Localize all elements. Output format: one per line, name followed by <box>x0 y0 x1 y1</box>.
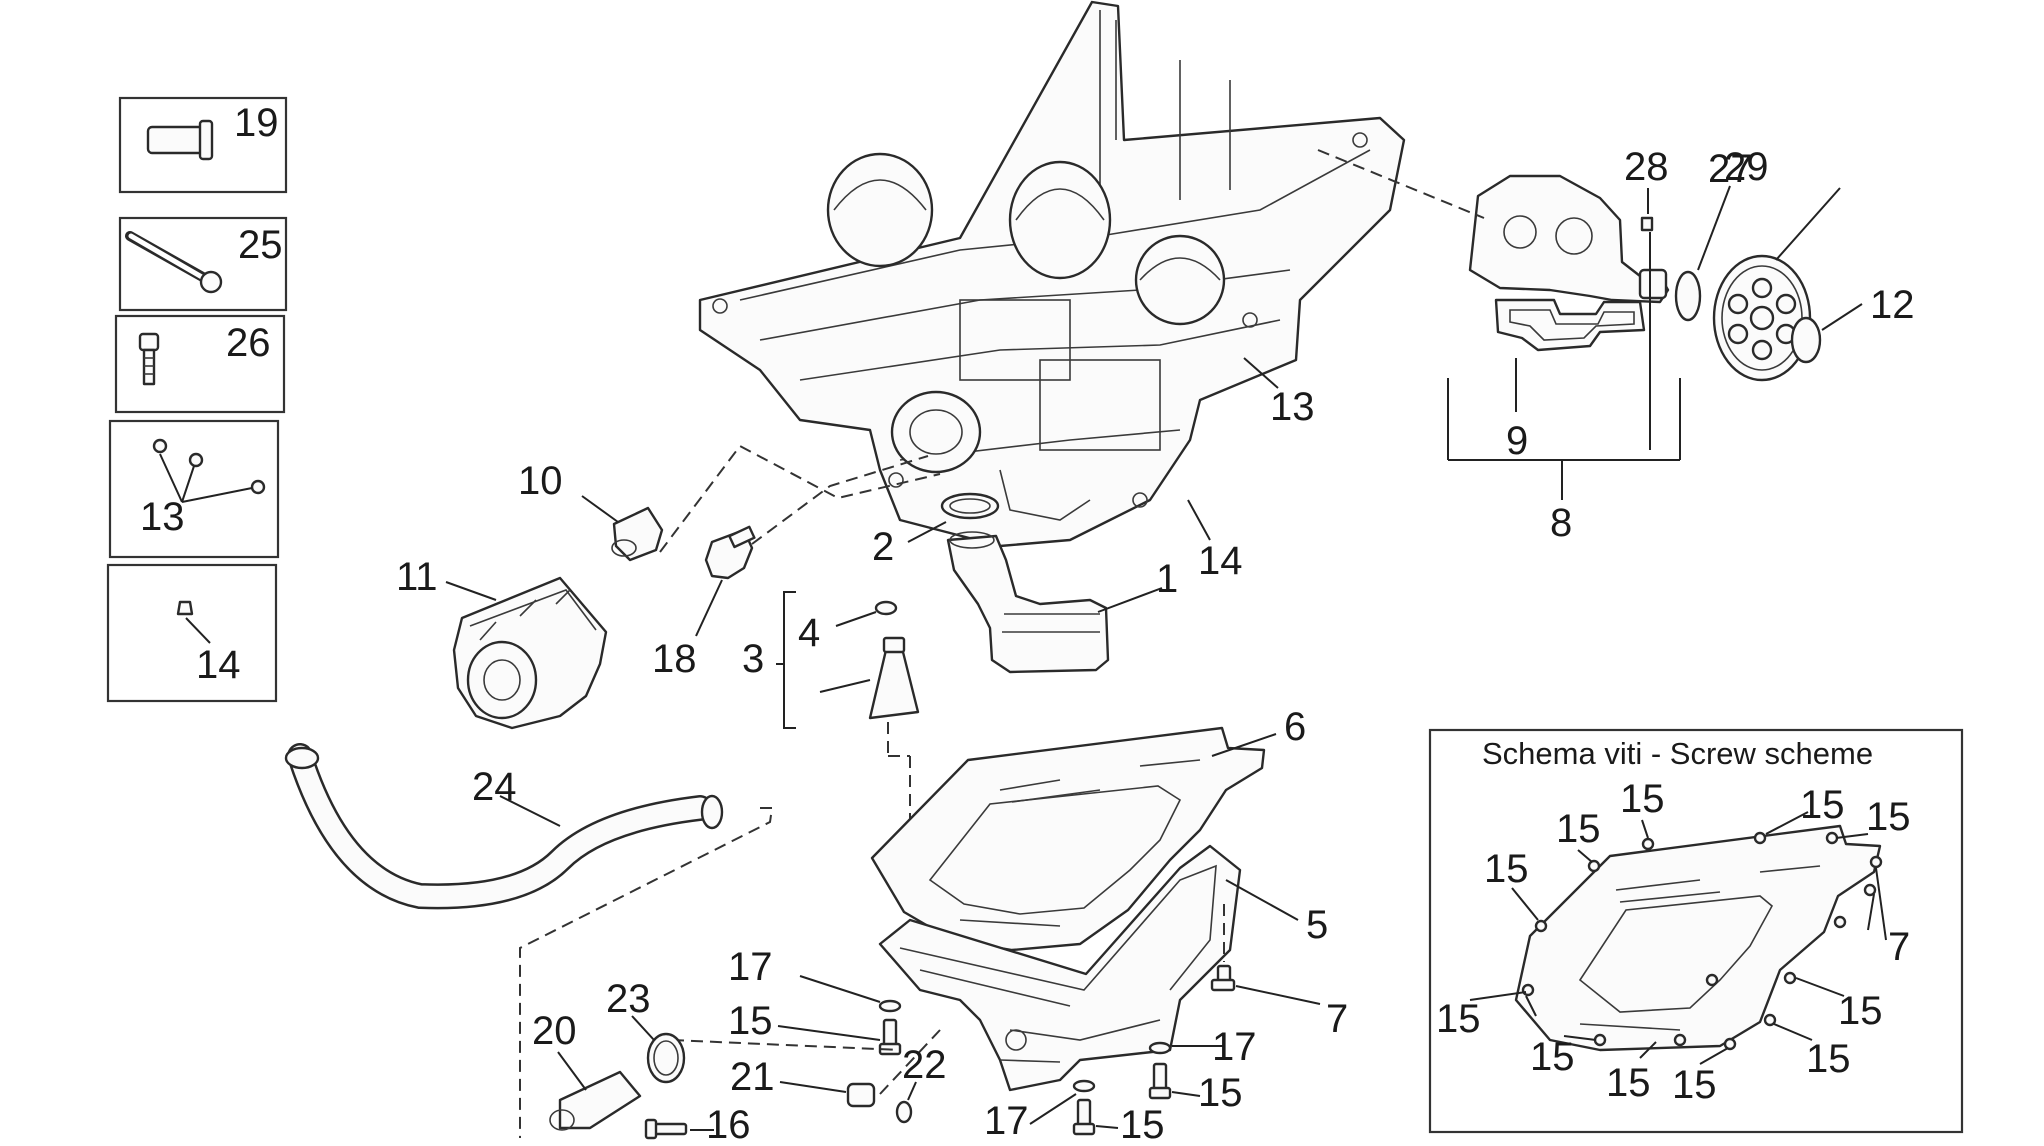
scheme-callout-15-2: 15 <box>1556 807 1601 851</box>
callout-4: 4 <box>798 611 820 655</box>
o-ring-17a <box>878 999 902 1013</box>
strainer-1 <box>946 531 1110 674</box>
callout-11: 11 <box>396 555 438 599</box>
short-screw-icon <box>138 332 160 386</box>
oil-pump-illustration <box>1468 174 1670 352</box>
callout-17c: 17 <box>984 1099 1029 1141</box>
callout-29: 29 <box>1724 145 1769 189</box>
bolt-16 <box>644 1118 688 1140</box>
washer-28 <box>1640 216 1654 232</box>
gear-27 <box>1712 254 1812 382</box>
inset-box-19: 19 <box>118 96 288 194</box>
o-ring-29 <box>1674 270 1702 322</box>
o-ring-2 <box>940 492 1000 520</box>
inset-box-25: 25 <box>118 216 288 312</box>
callout-13: 13 <box>1270 385 1315 429</box>
scheme-callout-15-9: 15 <box>1606 1061 1651 1105</box>
callout-15c: 15 <box>1120 1103 1165 1141</box>
callout-3: 3 <box>742 637 764 681</box>
scheme-callout-15-6: 15 <box>1838 989 1883 1033</box>
screw-scheme-title: Schema viti - Screw scheme <box>1482 736 1873 771</box>
inset-box-14: 14 <box>106 563 278 703</box>
o-ring-23 <box>646 1032 686 1084</box>
crankcase-illustration <box>698 0 1406 548</box>
inset-box-13: 13 <box>108 419 280 559</box>
callout-28: 28 <box>1624 145 1669 189</box>
callout-2: 2 <box>872 525 894 569</box>
plug-icon <box>176 600 194 616</box>
bolt-7 <box>1210 964 1236 992</box>
sensor-18 <box>704 525 756 580</box>
callout-6: 6 <box>1284 705 1306 749</box>
scheme-callout-15-1: 15 <box>1484 847 1529 891</box>
scheme-callout-7: 7 <box>1888 925 1910 969</box>
callout-17b: 17 <box>1212 1025 1257 1069</box>
inset-box-26: 26 <box>114 314 286 414</box>
callout-20: 20 <box>532 1009 577 1053</box>
fitting-icon <box>146 119 214 161</box>
callout-17a: 17 <box>728 945 773 989</box>
callout-14: 14 <box>1198 539 1243 583</box>
screw-scheme-box: Schema viti - Screw scheme <box>1428 728 1964 1134</box>
callout-13-inset: 13 <box>140 495 185 539</box>
scheme-callout-15-7: 15 <box>1806 1037 1851 1081</box>
callout-23: 23 <box>606 977 651 1021</box>
callout-1: 1 <box>1156 557 1178 601</box>
callout-12: 12 <box>1870 283 1915 327</box>
callout-19-inset: 19 <box>234 101 279 145</box>
oil-filter-11 <box>452 576 608 730</box>
circlip-12 <box>1790 316 1822 364</box>
o-ring-4 <box>874 600 898 616</box>
scheme-callout-15-10: 15 <box>1530 1035 1575 1079</box>
long-bolt-icon <box>125 231 223 294</box>
callout-14-inset: 14 <box>196 643 241 687</box>
callout-9: 9 <box>1506 419 1528 463</box>
bolt-15c <box>1072 1098 1096 1136</box>
callout-26-inset: 26 <box>226 321 271 365</box>
fitting-20 <box>549 1070 642 1131</box>
callout-24: 24 <box>472 765 517 809</box>
o-ring-17c <box>1072 1079 1096 1093</box>
callout-10: 10 <box>518 459 563 503</box>
screw-holes <box>1521 831 1883 1051</box>
plug-icon <box>152 438 266 495</box>
callout-15b: 15 <box>1198 1071 1243 1115</box>
scheme-callout-15-5: 15 <box>1866 795 1911 839</box>
callout-7: 7 <box>1326 997 1348 1041</box>
drain-plug-21 <box>846 1082 876 1108</box>
callout-18: 18 <box>652 637 697 681</box>
washer-22 <box>895 1100 913 1124</box>
callout-27: 27 <box>1708 147 1753 191</box>
callout-22: 22 <box>902 1043 947 1087</box>
oil-pipe-24 <box>284 743 724 910</box>
callout-21: 21 <box>730 1055 775 1099</box>
nipple-10 <box>611 506 664 562</box>
scheme-callout-15-11: 15 <box>1436 997 1481 1041</box>
callout-16: 16 <box>706 1103 751 1141</box>
filler-3 <box>868 636 920 720</box>
callout-5: 5 <box>1306 903 1328 947</box>
scheme-callout-15-3: 15 <box>1620 777 1665 821</box>
scheme-callout-15-4: 15 <box>1800 783 1845 827</box>
bolt-15b <box>1148 1062 1172 1100</box>
scheme-callout-15-8: 15 <box>1672 1063 1717 1107</box>
callout-15a: 15 <box>728 999 773 1043</box>
o-ring-17b <box>1148 1041 1172 1055</box>
callout-8: 8 <box>1550 501 1572 545</box>
callout-25-inset: 25 <box>238 223 283 267</box>
